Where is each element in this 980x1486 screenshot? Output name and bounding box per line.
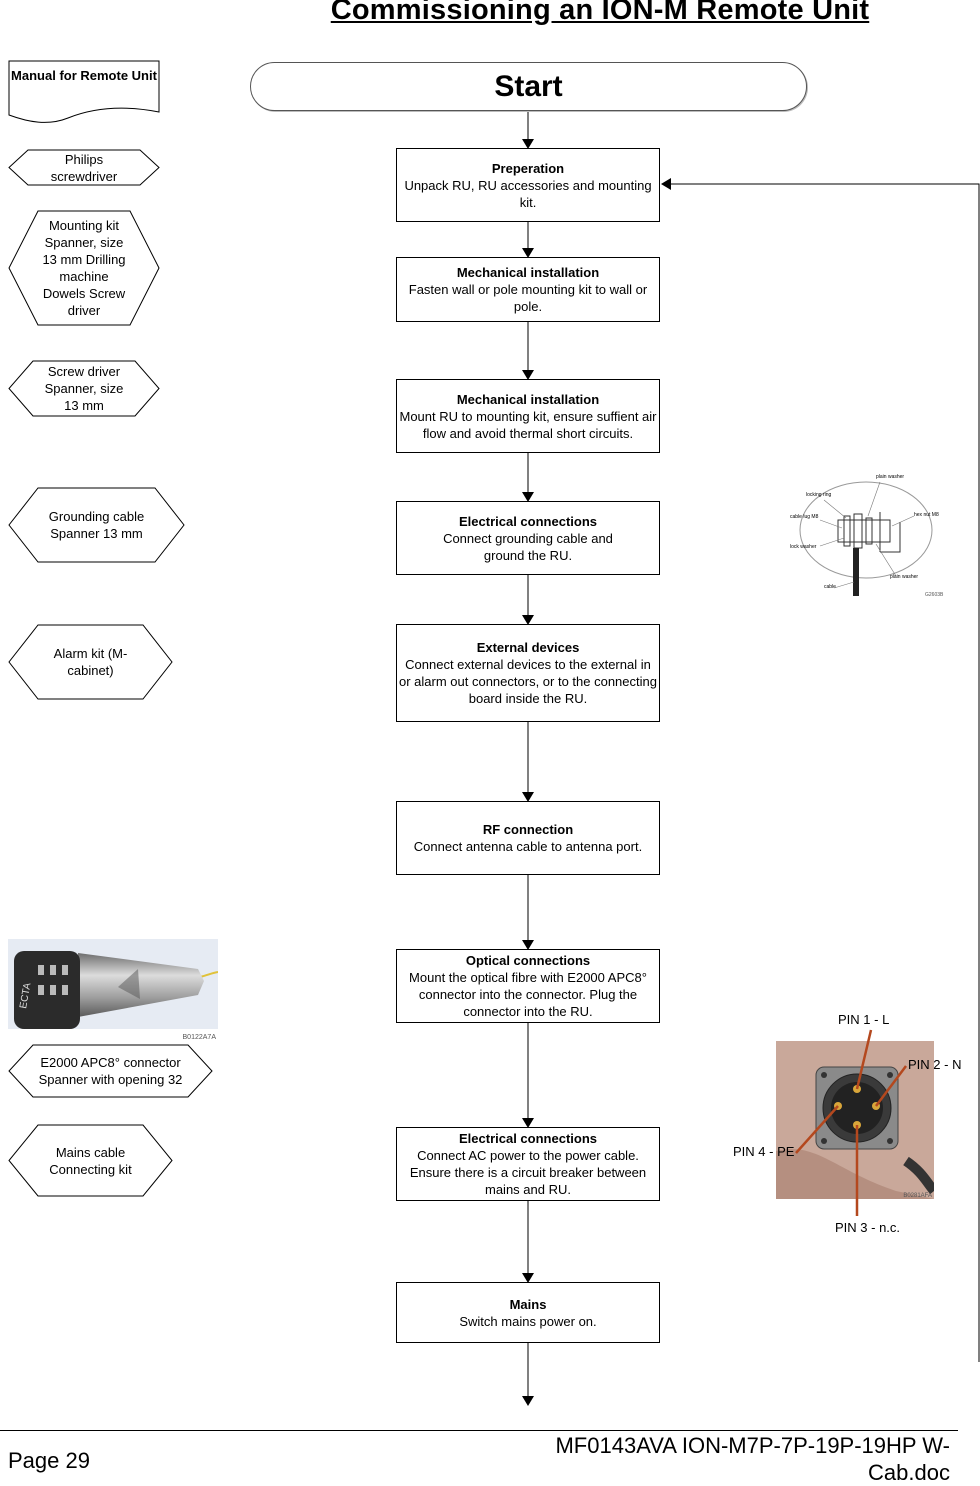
tool-label: Screw driver Spanner, size 13 mm — [44, 364, 124, 413]
photo-code: B0122A7A — [182, 1034, 216, 1041]
tool-e2000-connector: E2000 APC8° connector Spanner with openi… — [8, 1044, 213, 1098]
step-title: Optical connections — [465, 953, 591, 968]
start-terminator: Start — [250, 62, 807, 111]
pin-leader-lines — [795, 1029, 907, 1216]
photo-code: G2603B — [925, 592, 944, 598]
step-title: RF connection — [482, 822, 574, 837]
tool-mains-cable: Mains cable Connecting kit — [8, 1124, 173, 1197]
step-optical-connections: Optical connections Mount the optical fi… — [396, 949, 660, 1023]
tool-label: Philips screwdriver — [50, 151, 118, 184]
grounding-drawing: plain washer locking ring cable lug M8 h… — [780, 472, 948, 600]
manual-document: Manual for Remote Unit — [8, 60, 160, 124]
tool-label: Grounding cable Spanner 13 mm — [48, 509, 145, 541]
loop-back-line — [661, 178, 980, 1362]
grounding-diagram-icon — [799, 481, 933, 596]
step-title: Preperation — [491, 160, 565, 176]
manual-label: Manual for Remote Unit — [11, 68, 157, 83]
pin-label-4: PIN 4 - PE — [733, 1144, 795, 1159]
photo-code: B0281AFA — [903, 1193, 932, 1199]
step-title: Mechanical installation — [456, 265, 600, 280]
e2000-connector-icon: ECTA — [8, 951, 218, 1041]
step-text: Switch mains power on. — [459, 1313, 597, 1329]
step-text: Unpack RU, RU accessories and mounting k… — [404, 177, 652, 210]
grounding-label: plain washer — [876, 474, 905, 480]
tool-alarm-kit: Alarm kit (M-cabinet) — [8, 624, 173, 700]
step-electrical-connections-2: Electrical connections Connect AC power … — [396, 1127, 660, 1201]
pin-label-3: PIN 3 - n.c. — [835, 1220, 901, 1235]
connector-photo: ECTA B0122A7A — [8, 939, 218, 1041]
page-title: Commissioning an ION-M Remote Unit — [330, 0, 870, 26]
step-text: Connect grounding cable and ground the R… — [443, 530, 613, 563]
tool-philips-screwdriver: Philips screwdriver — [8, 149, 160, 186]
step-title: Electrical connections — [459, 513, 597, 529]
tool-label: Mains cable Connecting kit — [49, 1144, 132, 1177]
step-electrical-connections-1: Electrical connections Connect grounding… — [396, 501, 660, 575]
step-text: Connect antenna cable to antenna port. — [413, 839, 643, 854]
tool-screw-driver-spanner: Screw driver Spanner, size 13 mm — [8, 360, 160, 417]
step-title: Mechanical installation — [456, 391, 600, 407]
grounding-label: lock washer — [790, 544, 817, 550]
step-title: External devices — [476, 640, 580, 655]
step-title: Electrical connections — [459, 1131, 597, 1146]
tool-label: Mounting kit Spanner, size 13 mm Drillin… — [42, 218, 126, 318]
step-text: Connect AC power to the power cable. Ens… — [409, 1148, 647, 1197]
page-number: Page 29 — [8, 1448, 90, 1473]
grounding-label: hex nut M8 — [914, 512, 939, 518]
step-rf-connection: RF connection Connect antenna cable to a… — [396, 801, 660, 875]
step-mechanical-installation-2: Mechanical installation Mount RU to moun… — [396, 379, 660, 453]
step-text: Mount the optical fibre with E2000 APC8°… — [409, 970, 647, 1019]
step-mechanical-installation-1: Mechanical installation Fasten wall or p… — [396, 257, 660, 322]
tool-grounding-cable: Grounding cable Spanner 13 mm — [8, 487, 185, 563]
tool-label: E2000 APC8° connector Spanner with openi… — [38, 1055, 183, 1087]
step-text: Fasten wall or pole mounting kit to wall… — [408, 282, 648, 314]
grounding-label: cable lug M8 — [790, 514, 819, 520]
tool-label: Alarm kit (M-cabinet) — [53, 646, 128, 678]
tool-mounting-kit: Mounting kit Spanner, size 13 mm Drillin… — [8, 210, 160, 326]
document-reference: MF0143AVA ION-M7P-7P-19P-19HP W-Cab.doc — [555, 1433, 950, 1485]
step-preparation: Preperation Unpack RU, RU accessories an… — [396, 148, 660, 222]
grounding-label: cable — [824, 584, 836, 590]
grounding-label: plain washer — [890, 574, 919, 580]
step-title: Mains — [509, 1296, 547, 1312]
step-text: Connect external devices to the external… — [399, 657, 657, 706]
svg-text:ECTA: ECTA — [18, 982, 33, 1010]
grounding-label: locking ring — [806, 492, 832, 498]
flow-connectors — [522, 112, 980, 1406]
step-text: Mount RU to mounting kit, ensure suffien… — [399, 408, 657, 441]
pin-label-2: PIN 2 - N — [908, 1057, 962, 1072]
step-external-devices: External devices Connect external device… — [396, 624, 660, 722]
pin-label-1: PIN 1 - L — [838, 1012, 890, 1027]
step-mains: Mains Switch mains power on. — [396, 1282, 660, 1343]
footer-rule — [0, 1430, 958, 1431]
